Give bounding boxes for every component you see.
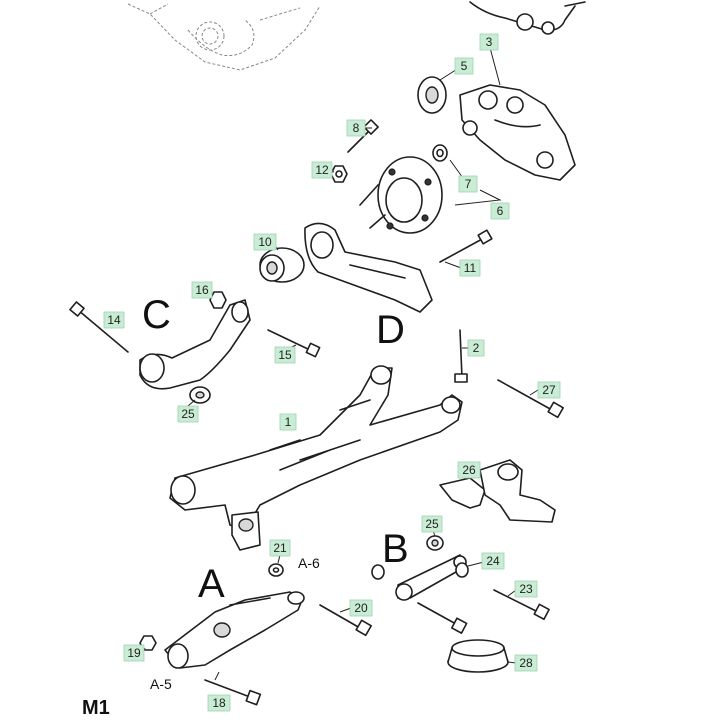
part-label-3: 3 [479, 33, 499, 51]
bolt-20 [319, 604, 372, 637]
svg-text:7: 7 [465, 177, 472, 191]
svg-text:19: 19 [127, 646, 141, 660]
group-letter-d: D [376, 308, 405, 352]
part-label-24: 24 [481, 552, 505, 570]
annotation-a6: A-6 [298, 555, 320, 571]
svg-text:27: 27 [542, 383, 556, 397]
svg-text:3: 3 [486, 35, 493, 49]
part-label-23: 23 [514, 580, 538, 598]
bolt-23 [493, 589, 550, 621]
part-label-26: 26 [457, 461, 481, 479]
nut-12 [330, 165, 348, 183]
lower-control-arm-a [164, 591, 305, 669]
part-label-12: 12 [311, 161, 333, 179]
washer-b [371, 564, 385, 580]
annotation-a5: A-5 [150, 676, 172, 692]
bolt-14 [69, 301, 129, 353]
washer-7 [432, 144, 448, 162]
part-label-20: 20 [349, 599, 373, 617]
bolt-27 [497, 379, 564, 419]
svg-text:5: 5 [461, 59, 468, 73]
svg-text:21: 21 [273, 541, 287, 555]
mount-bracket-26 [439, 459, 556, 523]
svg-text:28: 28 [519, 656, 533, 670]
washer-21 [268, 563, 284, 577]
svg-text:16: 16 [195, 283, 209, 297]
part-label-14: 14 [103, 311, 125, 329]
group-letter-a: A [198, 562, 225, 606]
part-label-11: 11 [459, 259, 481, 277]
upper-linkage-stub [469, 1, 586, 35]
svg-text:20: 20 [354, 601, 368, 615]
svg-text:25: 25 [181, 407, 195, 421]
subframe-1 [169, 365, 463, 551]
part-label-7: 7 [458, 175, 478, 193]
part-label-21: 21 [269, 539, 291, 557]
svg-text:15: 15 [278, 348, 292, 362]
part-label-5: 5 [454, 57, 474, 75]
car-body-outline [127, 3, 321, 71]
bushing-25-upper [189, 386, 211, 404]
part-label-1: 1 [279, 413, 297, 431]
washer-24 [455, 562, 469, 578]
group-letter-c: C [142, 293, 171, 337]
bolt-15 [267, 329, 321, 358]
svg-text:12: 12 [315, 163, 329, 177]
part-label-2: 2 [467, 339, 485, 357]
part-label-19: 19 [123, 644, 145, 662]
svg-text:25: 25 [425, 517, 439, 531]
bushing-5 [417, 76, 447, 114]
svg-text:8: 8 [353, 121, 360, 135]
upper-control-arm-c [139, 299, 251, 390]
wheel-knuckle-3 [459, 84, 576, 181]
part-label-25-upper: 25 [177, 405, 199, 423]
part-label-8: 8 [346, 119, 366, 137]
part-label-25-lower: 25 [421, 515, 443, 533]
bolt-lower-center [417, 602, 468, 634]
dust-cap-28 [447, 639, 509, 673]
svg-text:24: 24 [486, 554, 500, 568]
svg-text:11: 11 [464, 261, 477, 275]
svg-text:6: 6 [497, 204, 504, 218]
part-label-18: 18 [207, 694, 231, 712]
svg-text:18: 18 [212, 696, 226, 710]
nut-16 [209, 291, 227, 309]
bolt-8 [347, 119, 379, 153]
bushing-10 [259, 247, 305, 283]
part-label-27: 27 [537, 381, 561, 399]
bolt-11 [439, 229, 493, 263]
page-code-m1: M1 [82, 697, 110, 719]
part-label-16: 16 [191, 281, 213, 299]
part-label-15: 15 [274, 346, 296, 364]
group-letter-b: B [382, 527, 409, 571]
svg-text:14: 14 [107, 313, 121, 327]
bolt-2 [454, 329, 468, 383]
svg-text:10: 10 [258, 235, 272, 249]
trailing-link-d [304, 222, 433, 313]
wheel-hub-6 [359, 156, 443, 234]
svg-text:1: 1 [285, 415, 292, 429]
svg-text:26: 26 [462, 463, 476, 477]
svg-text:2: 2 [473, 341, 480, 355]
part-label-6: 6 [490, 202, 510, 220]
bolt-18 [204, 679, 262, 706]
svg-text:23: 23 [519, 582, 533, 596]
part-label-28: 28 [514, 654, 538, 672]
part-label-10: 10 [253, 233, 277, 251]
bushing-25-lower [426, 535, 444, 551]
